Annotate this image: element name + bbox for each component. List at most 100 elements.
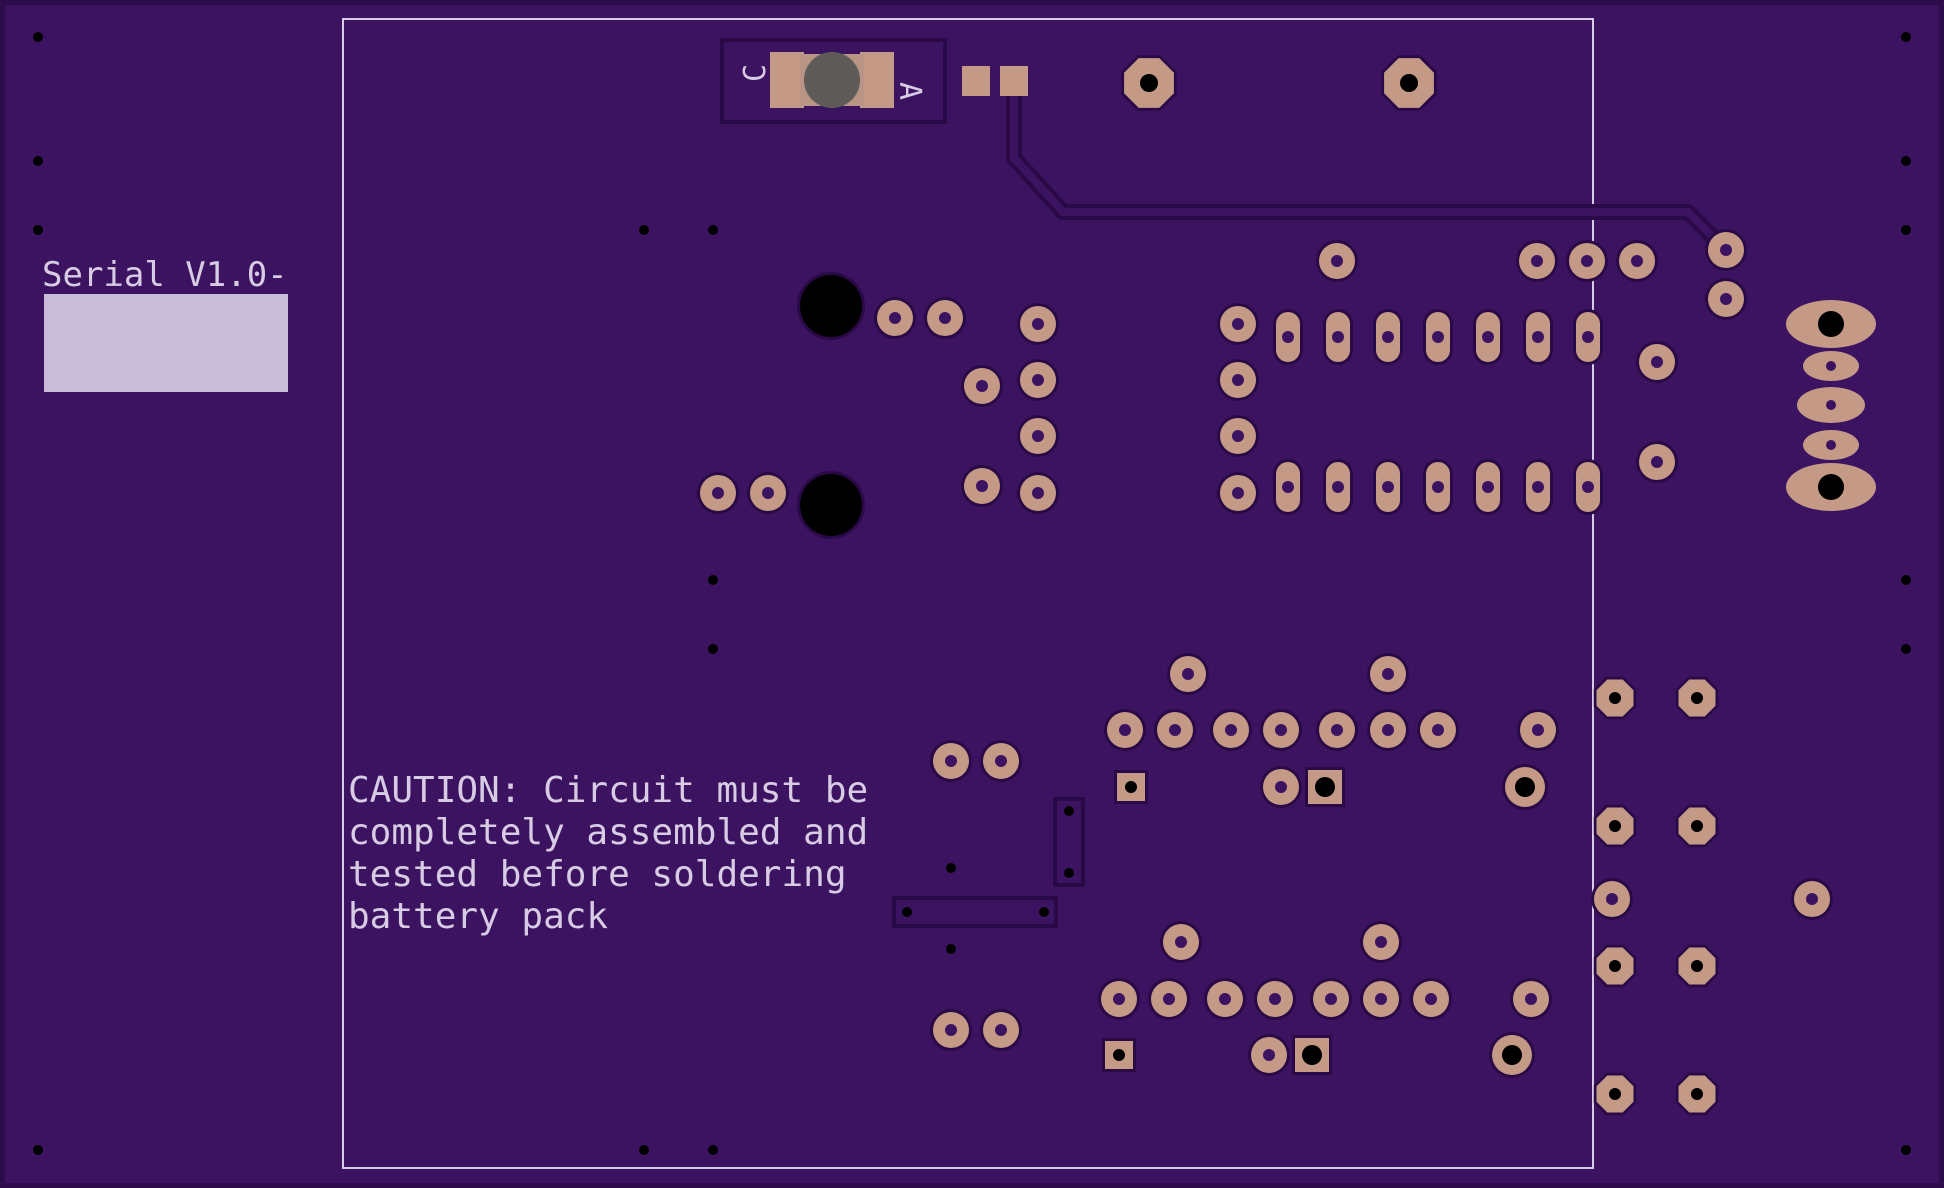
round-pad xyxy=(980,740,1022,782)
pad-hole xyxy=(1482,481,1494,493)
pad-hole xyxy=(1609,960,1621,972)
jumper-via xyxy=(1039,907,1049,917)
pad-hole xyxy=(1532,724,1544,736)
pad-hole xyxy=(1175,936,1187,948)
oval-pad xyxy=(1523,459,1553,515)
pad-hole xyxy=(995,1024,1007,1036)
pad-hole xyxy=(1720,293,1732,305)
oval-pad xyxy=(1373,459,1403,515)
oval-pad xyxy=(1473,459,1503,515)
round-pad xyxy=(930,740,972,782)
jumper-outline xyxy=(892,896,1058,928)
round-pad xyxy=(1367,653,1409,695)
round-pad xyxy=(1705,229,1747,271)
octagon-pad xyxy=(1121,55,1177,111)
smd-pad xyxy=(962,66,990,96)
round-pad xyxy=(930,1009,972,1051)
round-pad xyxy=(1705,278,1747,320)
via xyxy=(33,1145,43,1155)
pad-hole xyxy=(1232,430,1244,442)
octagon-pad xyxy=(1593,944,1637,988)
via xyxy=(708,575,718,585)
pad-hole xyxy=(712,487,724,499)
round-pad xyxy=(1566,240,1608,282)
octagon-pad xyxy=(1675,1072,1719,1116)
pad-hole xyxy=(1532,481,1544,493)
oval-pad xyxy=(1573,309,1603,365)
vias xyxy=(33,32,1911,1155)
pad-hole xyxy=(1581,255,1593,267)
round-pad xyxy=(1160,921,1202,963)
slot-hole xyxy=(1818,474,1844,500)
pad-hole xyxy=(1691,960,1703,972)
pad-hole xyxy=(1382,481,1394,493)
oval-pad xyxy=(1423,459,1453,515)
round-pad xyxy=(1310,978,1352,1020)
oval-pad xyxy=(1273,459,1303,515)
round-pad xyxy=(1148,978,1190,1020)
octagon-pad xyxy=(1675,676,1719,720)
round-pad xyxy=(747,472,789,514)
jumper-outline xyxy=(1053,797,1085,887)
round-pad xyxy=(1517,709,1559,751)
via xyxy=(946,863,956,873)
pad-hole xyxy=(945,755,957,767)
oval-pad xyxy=(1423,309,1453,365)
pad-hole xyxy=(1691,820,1703,832)
silkscreen-outline xyxy=(342,18,1594,1169)
pad-hole xyxy=(1125,781,1137,793)
via xyxy=(708,644,718,654)
pad-hole xyxy=(1182,668,1194,680)
slot-hole xyxy=(1826,361,1836,371)
dc-jack-pads xyxy=(1786,300,1876,511)
round-pad xyxy=(1367,709,1409,751)
large-pad xyxy=(1489,1032,1535,1078)
pad-hole xyxy=(1806,893,1818,905)
pad-hole xyxy=(1032,374,1044,386)
copper-trace-fill xyxy=(1010,80,1729,253)
led-pad-anode xyxy=(860,52,894,108)
via xyxy=(1901,32,1911,42)
pad-hole xyxy=(1113,993,1125,1005)
pad-hole xyxy=(1269,993,1281,1005)
pad-hole xyxy=(1531,255,1543,267)
round-pad xyxy=(1210,709,1252,751)
round-pad xyxy=(1017,359,1059,401)
round-pad xyxy=(1167,653,1209,695)
via xyxy=(1901,575,1911,585)
smd-pad xyxy=(1000,66,1028,96)
mounting-hole xyxy=(800,474,862,536)
pad-hole xyxy=(1275,724,1287,736)
round-pad xyxy=(924,297,966,339)
pad-hole xyxy=(1325,993,1337,1005)
pad-hole xyxy=(1651,356,1663,368)
round-pad xyxy=(1217,472,1259,514)
pad-hole xyxy=(1606,893,1618,905)
pad-hole xyxy=(1219,993,1231,1005)
pad-hole xyxy=(976,480,988,492)
pad-hole xyxy=(1375,993,1387,1005)
pad-hole xyxy=(1400,74,1418,92)
slot-hole xyxy=(1826,440,1836,450)
octagon-pad xyxy=(1381,55,1437,111)
pad-hole xyxy=(1375,936,1387,948)
pad-hole xyxy=(1232,374,1244,386)
round-pad xyxy=(1017,303,1059,345)
oval-pad xyxy=(1373,309,1403,365)
oval-pad xyxy=(1323,309,1353,365)
pad-hole xyxy=(1232,318,1244,330)
round-pad xyxy=(1017,415,1059,457)
pad-hole xyxy=(1382,724,1394,736)
round-pad xyxy=(1360,978,1402,1020)
pad-hole xyxy=(1651,456,1663,468)
pad-hole xyxy=(1275,781,1287,793)
pad-hole xyxy=(1425,993,1437,1005)
jumper-via xyxy=(1064,868,1074,878)
pad-hole xyxy=(1331,255,1343,267)
octagon-pad xyxy=(1675,944,1719,988)
round-pad xyxy=(961,465,1003,507)
pad-hole xyxy=(1163,993,1175,1005)
serial-version-label: Serial V1.0- xyxy=(42,255,288,295)
round-pad xyxy=(697,472,739,514)
